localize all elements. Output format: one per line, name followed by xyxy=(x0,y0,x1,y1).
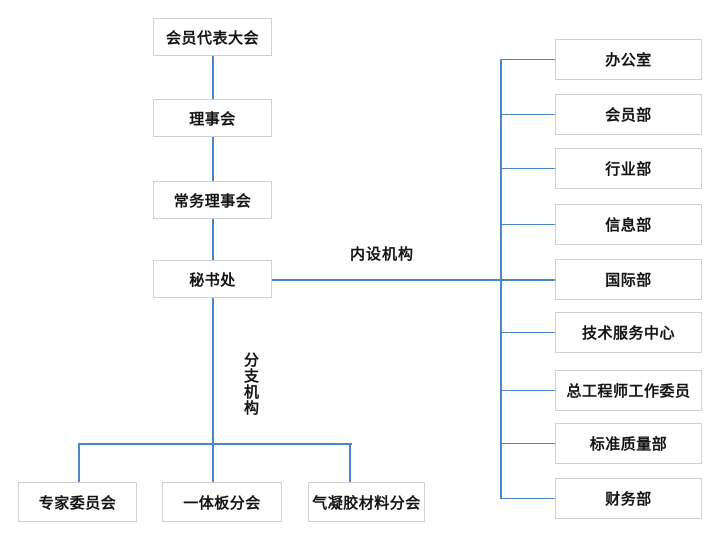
connector-dept-stub xyxy=(500,442,555,445)
box-chief-engineer-committee: 总工程师工作委员 xyxy=(555,370,702,411)
box-council: 理事会 xyxy=(153,99,272,137)
box-finance-dept: 财务部 xyxy=(555,478,702,519)
connector-branch-drop xyxy=(212,443,214,482)
box-secretariat: 秘书处 xyxy=(153,260,272,298)
branch-organizations-label: 分支机构 xyxy=(242,352,259,416)
box-tech-service-center: 技术服务中心 xyxy=(555,312,702,353)
box-office: 办公室 xyxy=(555,39,702,80)
connector-branch-spine xyxy=(212,298,214,445)
box-member-congress: 会员代表大会 xyxy=(153,18,272,56)
box-industry-dept: 行业部 xyxy=(555,148,702,189)
box-expert-committee: 专家委员会 xyxy=(18,482,137,522)
connector-secretariat-to-depts xyxy=(272,279,555,281)
connector-branch-bar xyxy=(78,443,352,445)
connector-dept-stub xyxy=(500,167,555,170)
connector-branch-drop xyxy=(349,443,351,482)
box-standing-council: 常务理事会 xyxy=(153,181,272,219)
connector-dept-stub xyxy=(500,223,555,226)
connector-dept-stub xyxy=(500,389,555,392)
box-information-dept: 信息部 xyxy=(555,204,702,245)
connector-dept-stub xyxy=(500,497,555,500)
box-standards-quality-dept: 标准质量部 xyxy=(555,423,702,464)
connector-dept-stub xyxy=(500,58,555,61)
connector-dept-stub xyxy=(500,331,555,334)
box-international-dept: 国际部 xyxy=(555,259,702,300)
internal-departments-label: 内设机构 xyxy=(350,246,415,263)
box-aerogel-materials-branch: 气凝胶材料分会 xyxy=(308,482,425,522)
connector-main-chain xyxy=(212,137,214,181)
connector-branch-drop xyxy=(78,443,80,482)
connector-main-chain xyxy=(212,219,214,260)
connector-main-chain xyxy=(212,56,214,99)
connector-dept-stub xyxy=(500,113,555,116)
box-integrated-board-branch: 一体板分会 xyxy=(162,482,282,522)
box-membership-dept: 会员部 xyxy=(555,94,702,135)
